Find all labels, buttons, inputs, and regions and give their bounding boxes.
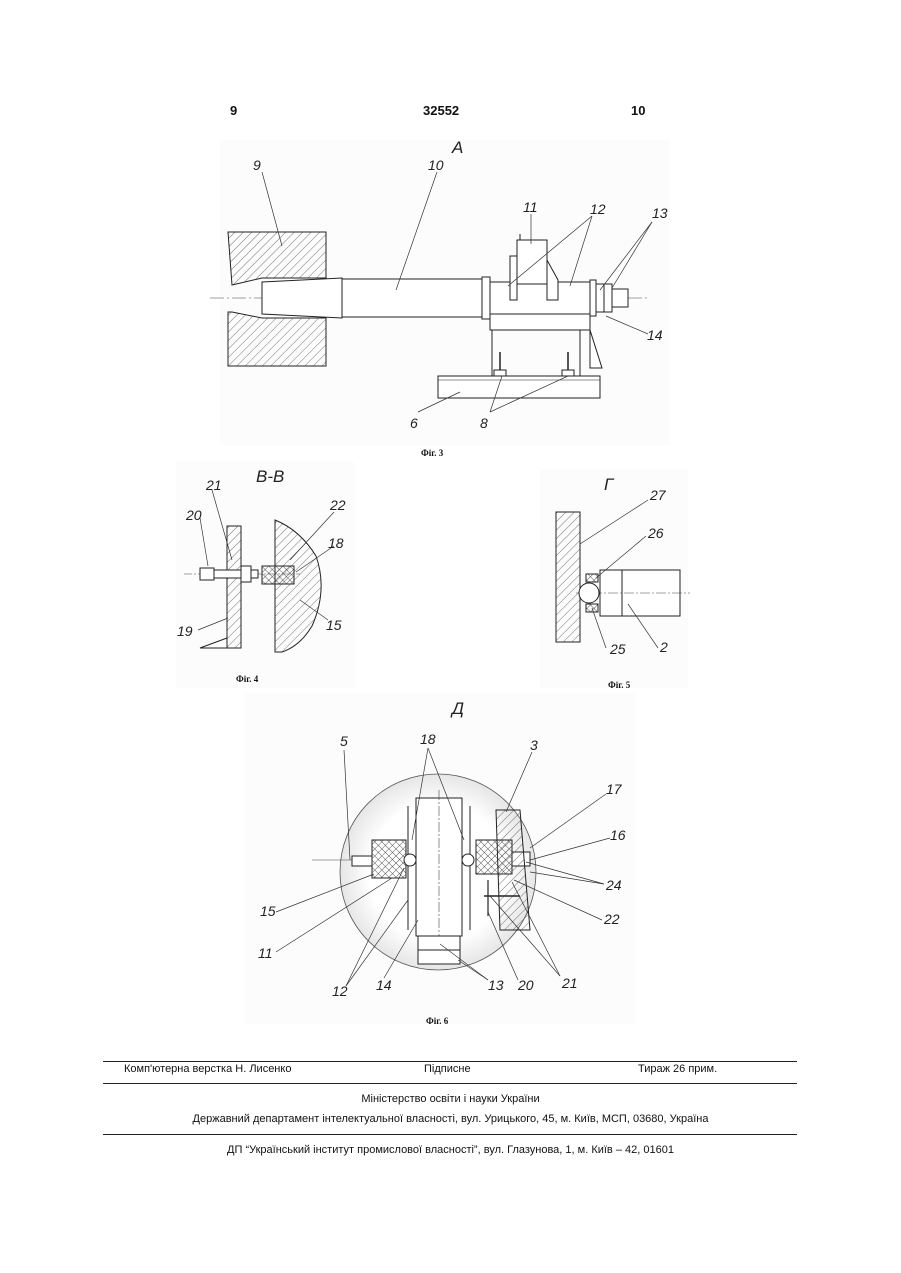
- callout-12: 12: [332, 983, 348, 999]
- callout-18: 18: [420, 731, 436, 747]
- callout-16: 16: [610, 827, 626, 843]
- figure-5: Г 27 26 25 2 Фіг. 5: [540, 470, 690, 690]
- footer-rule-middle: [103, 1083, 797, 1084]
- callout-10: 10: [428, 157, 444, 173]
- callout-24: 24: [605, 877, 622, 893]
- callout-20: 20: [185, 507, 202, 523]
- figure-3: A: [210, 138, 670, 458]
- callout-22: 22: [603, 911, 620, 927]
- signed-note: Підписне: [424, 1063, 471, 1075]
- callout-6: 6: [410, 415, 418, 431]
- callout-15: 15: [260, 903, 276, 919]
- callout-13: 13: [652, 205, 668, 221]
- fig4-view-label: В-В: [256, 467, 284, 486]
- circulation: Тираж 26 прим.: [638, 1063, 717, 1075]
- fig3-caption: Фіг. 3: [421, 448, 444, 458]
- figure-4: В-В 21 20 22 18 19 15 Фіг. 4: [176, 462, 354, 688]
- ministry-line: Міністерство освіти і науки України: [0, 1093, 901, 1105]
- institute-line: ДП “Український інститут промислової вла…: [0, 1144, 901, 1156]
- fig6-view-label: Д: [450, 699, 464, 718]
- department-line: Державний департамент інтелектуальної вл…: [0, 1113, 901, 1125]
- footer-rule-top: [103, 1061, 797, 1062]
- callout-21: 21: [205, 477, 222, 493]
- callout-12: 12: [590, 201, 606, 217]
- callout-21: 21: [561, 975, 578, 991]
- callout-2: 2: [659, 639, 668, 655]
- callout-20: 20: [517, 977, 534, 993]
- layout-credit: Комп'ютерна верстка Н. Лисенко: [124, 1063, 291, 1075]
- callout-14: 14: [376, 977, 392, 993]
- fig6-caption: Фіг. 6: [426, 1016, 449, 1026]
- callout-8: 8: [480, 415, 488, 431]
- callout-11: 11: [523, 199, 538, 215]
- fig4-caption: Фіг. 4: [236, 674, 259, 684]
- callout-27: 27: [649, 487, 667, 503]
- fig3-view-label: A: [451, 138, 463, 157]
- callout-3: 3: [530, 737, 538, 753]
- callout-13: 13: [488, 977, 504, 993]
- callout-25: 25: [609, 641, 626, 657]
- callout-15: 15: [326, 617, 342, 633]
- technical-drawings: A: [0, 0, 901, 1040]
- callout-5: 5: [340, 733, 348, 749]
- callout-26: 26: [647, 525, 664, 541]
- footer-rule-bottom: [103, 1134, 797, 1135]
- callout-9: 9: [253, 157, 261, 173]
- callout-19: 19: [177, 623, 193, 639]
- callout-18: 18: [328, 535, 344, 551]
- callout-11: 11: [258, 945, 273, 961]
- callout-14: 14: [647, 327, 663, 343]
- figure-6: Д: [245, 694, 635, 1026]
- callout-17: 17: [606, 781, 623, 797]
- fig5-caption: Фіг. 5: [608, 680, 631, 690]
- callout-22: 22: [329, 497, 346, 513]
